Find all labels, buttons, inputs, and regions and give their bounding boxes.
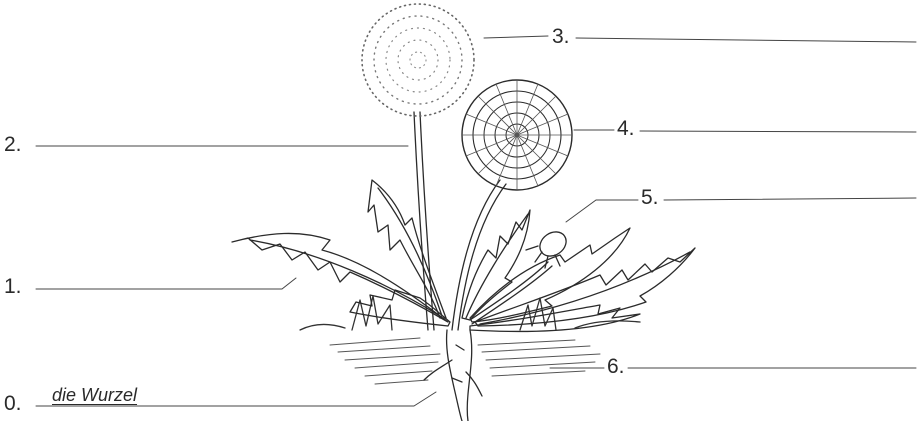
label-number-4: 4. — [617, 118, 635, 140]
label-answer-0: die Wurzel — [52, 385, 137, 406]
label-number-1: 1. — [4, 276, 22, 298]
label-number-5: 5. — [641, 187, 659, 209]
taproot — [424, 330, 482, 421]
soil-hatching — [330, 338, 600, 384]
seed-head — [362, 4, 474, 116]
stems — [414, 112, 552, 330]
flower-head — [462, 80, 572, 190]
label-number-0: 0. — [4, 393, 22, 415]
label-number-2: 2. — [4, 134, 22, 156]
grass — [300, 296, 640, 330]
leaves — [232, 180, 695, 331]
label-number-6: 6. — [607, 356, 625, 378]
leader-lines — [36, 36, 916, 406]
label-number-3: 3. — [552, 26, 570, 48]
